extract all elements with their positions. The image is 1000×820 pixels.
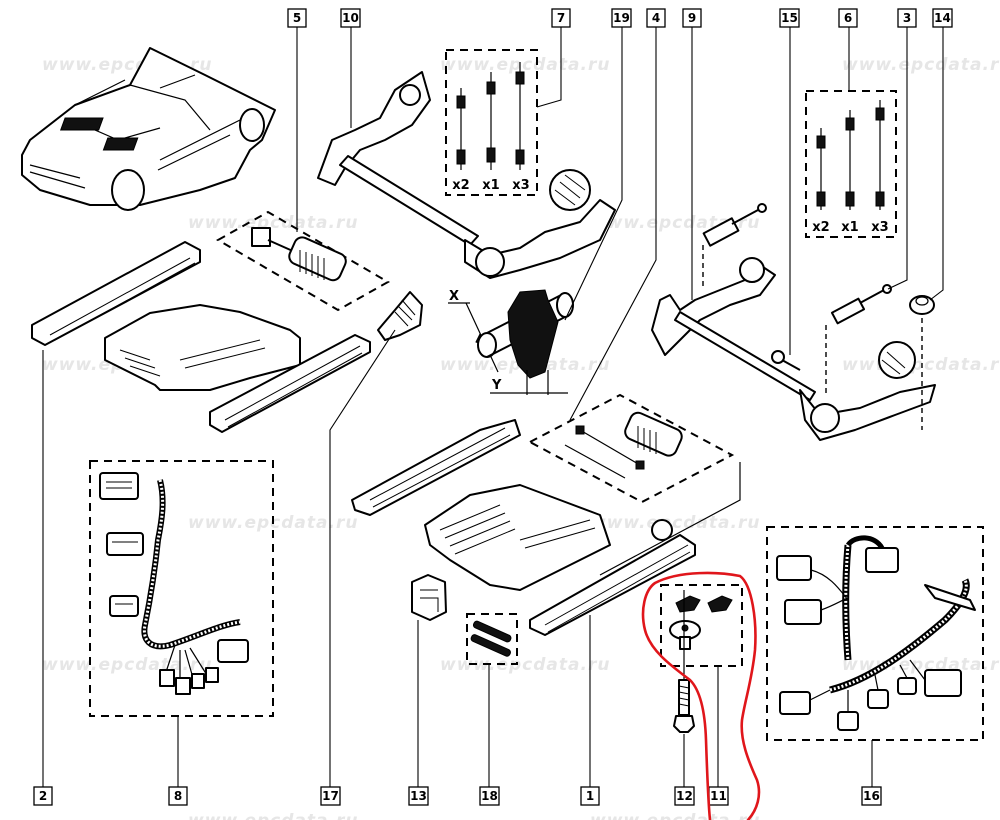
part-5-motor-kit [215, 210, 391, 312]
callout-6[interactable]: 6 [838, 8, 858, 28]
kit-7-cables: x2 x1 x3 [445, 49, 538, 196]
watermark: www.epcdata.ru [842, 355, 1000, 375]
cable [845, 110, 855, 210]
callout-18[interactable]: 18 [479, 786, 500, 806]
part-9-seat-back-frame [651, 257, 936, 441]
svg-text:2: 2 [39, 789, 47, 803]
part-1-seat-base-frame [351, 419, 696, 636]
part-4-motor-kit [527, 393, 741, 576]
part-14-nut [909, 295, 935, 430]
callout-16[interactable]: 16 [861, 786, 882, 806]
callout-13[interactable]: 13 [408, 786, 429, 806]
svg-text:1: 1 [586, 789, 594, 803]
callout-9[interactable]: 9 [682, 8, 702, 28]
car-locator-illustration [21, 47, 276, 211]
svg-text:7: 7 [557, 11, 565, 25]
part-2-seat-base-frame [31, 241, 371, 433]
svg-text:6: 6 [844, 11, 852, 25]
gas-strut-upper [702, 203, 767, 290]
svg-text:15: 15 [781, 11, 798, 25]
callout-11[interactable]: 11 [708, 786, 729, 806]
watermark: www.epcdata.ru [842, 55, 1000, 75]
svg-text:11: 11 [710, 789, 727, 803]
svg-text:5: 5 [293, 11, 301, 25]
cable [515, 62, 525, 170]
callout-8[interactable]: 8 [168, 786, 188, 806]
callout-5[interactable]: 5 [287, 8, 307, 28]
callout-14[interactable]: 14 [932, 8, 953, 28]
callouts-bottom: 2 8 17 13 18 1 12 11 16 [33, 786, 882, 806]
quantity-label: x3 [871, 220, 888, 235]
axis-y-label: Y [491, 378, 502, 393]
svg-text:13: 13 [410, 789, 427, 803]
part-8-wiring-harness [89, 460, 274, 717]
svg-text:10: 10 [342, 11, 359, 25]
leader-lines [42, 27, 944, 787]
part-17-bracket [377, 291, 423, 341]
kit-6-cables: x2 x1 x3 [805, 90, 897, 238]
callout-19[interactable]: 19 [611, 8, 632, 28]
part-3-gas-strut [825, 284, 892, 395]
callout-7[interactable]: 7 [551, 8, 571, 28]
cable [875, 100, 885, 210]
svg-text:3: 3 [903, 11, 911, 25]
callouts-top: 5 10 7 19 4 9 15 6 3 14 [287, 8, 953, 28]
quantity-label: x2 [812, 220, 829, 235]
quantity-label: x1 [482, 178, 499, 193]
part-19-axis-detail: X Y [448, 289, 574, 395]
svg-text:16: 16 [863, 789, 880, 803]
cable [456, 88, 466, 170]
callout-3[interactable]: 3 [897, 8, 917, 28]
part-12-bolt [673, 590, 695, 733]
part-10-seat-back-frame [317, 71, 616, 279]
red-highlight-outline [641, 571, 761, 820]
svg-text:8: 8 [174, 789, 182, 803]
cable [816, 128, 826, 210]
svg-text:19: 19 [613, 11, 630, 25]
watermark: www.epcdata.ru [590, 513, 760, 533]
callout-17[interactable]: 17 [320, 786, 341, 806]
watermark: www.epcdata.ru [440, 655, 610, 675]
callout-4[interactable]: 4 [646, 8, 666, 28]
quantity-label: x3 [512, 178, 529, 193]
part-11-fastener-kit [660, 584, 743, 667]
svg-text:12: 12 [676, 789, 693, 803]
part-15-bolt [771, 350, 801, 371]
callout-10[interactable]: 10 [340, 8, 361, 28]
svg-text:17: 17 [322, 789, 339, 803]
part-18-kit [466, 613, 518, 665]
svg-text:18: 18 [481, 789, 498, 803]
svg-text:9: 9 [688, 11, 696, 25]
axis-x-label: X [449, 289, 459, 304]
svg-text:14: 14 [934, 11, 951, 25]
watermark: www.epcdata.ru [188, 213, 358, 233]
cable [486, 72, 496, 170]
callout-15[interactable]: 15 [779, 8, 800, 28]
part-16-wiring-harness [766, 526, 984, 741]
watermark: www.epcdata.ru [590, 811, 760, 820]
quantity-label: x2 [452, 178, 469, 193]
svg-text:4: 4 [652, 11, 660, 25]
part-13-clip [411, 574, 447, 621]
watermark: www.epcdata.ru [188, 811, 358, 820]
callout-12[interactable]: 12 [674, 786, 695, 806]
watermark: www.epcdata.ru [842, 655, 1000, 675]
callout-1[interactable]: 1 [580, 786, 600, 806]
quantity-label: x1 [841, 220, 858, 235]
callout-2[interactable]: 2 [33, 786, 53, 806]
watermark: www.epcdata.ru [440, 55, 610, 75]
